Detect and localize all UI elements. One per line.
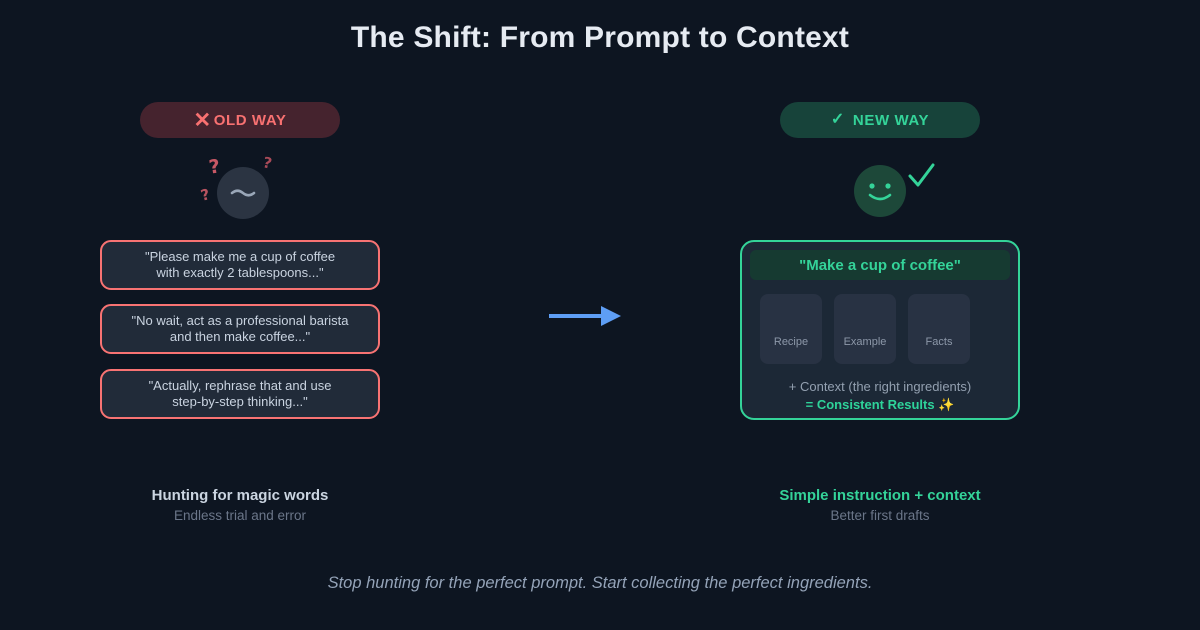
confused-face-icon: [217, 167, 269, 224]
old-prompt-3-line1: "Actually, rephrase that and use: [148, 378, 332, 393]
result-line: = Consistent Results ✨: [805, 397, 955, 412]
old-way-caption-title: Hunting for magic words: [151, 487, 329, 504]
check-icon: [905, 161, 937, 196]
context-chip-label: Facts: [925, 336, 953, 348]
page-title: The Shift: From Prompt to Context: [350, 21, 850, 54]
new-way-caption-title: Simple instruction + context: [779, 487, 981, 504]
x-icon: ✕: [193, 108, 212, 132]
instruction-pill: "Make a cup of coffee": [750, 250, 1010, 280]
old-way-caption-sub: Endless trial and error: [173, 508, 307, 523]
old-way-badge: ✕ OLD WAY: [140, 102, 340, 138]
context-chip-label: Example: [843, 336, 887, 348]
old-prompt-1-line2: with exactly 2 tablespoons...": [156, 265, 324, 280]
check-icon: ✓: [830, 111, 845, 128]
new-way-badge: ✓ NEW WAY: [780, 102, 980, 138]
arrow-right-icon: [547, 303, 623, 334]
new-way-result-box: "Make a cup of coffee" Recipe Example Fa…: [740, 240, 1020, 420]
context-chip-example: Example: [834, 294, 896, 364]
happy-face-icon: [854, 165, 906, 222]
old-prompt-3: "Actually, rephrase that and use step-by…: [100, 369, 380, 419]
context-chip-label: Recipe: [773, 336, 809, 348]
context-chip-recipe: Recipe: [760, 294, 822, 364]
question-mark-icon: ?: [198, 185, 212, 205]
old-prompt-2-line1: "No wait, act as a professional barista: [131, 313, 349, 328]
old-prompt-1: "Please make me a cup of coffee with exa…: [100, 240, 380, 290]
context-chip-facts: Facts: [908, 294, 970, 364]
new-way-caption-sub: Better first drafts: [830, 508, 930, 523]
footer-quote: Stop hunting for the perfect prompt. Sta…: [327, 574, 873, 592]
old-prompt-2-line2: and then make coffee...": [169, 329, 311, 344]
old-prompt-3-line2: step-by-step thinking...": [172, 394, 308, 409]
context-line: + Context (the right ingredients): [788, 379, 972, 394]
old-way-badge-label: OLD WAY: [213, 111, 287, 129]
old-prompt-1-line1: "Please make me a cup of coffee: [144, 249, 336, 264]
new-way-badge-label: NEW WAY: [852, 111, 930, 129]
old-prompt-2: "No wait, act as a professional barista …: [100, 304, 380, 354]
